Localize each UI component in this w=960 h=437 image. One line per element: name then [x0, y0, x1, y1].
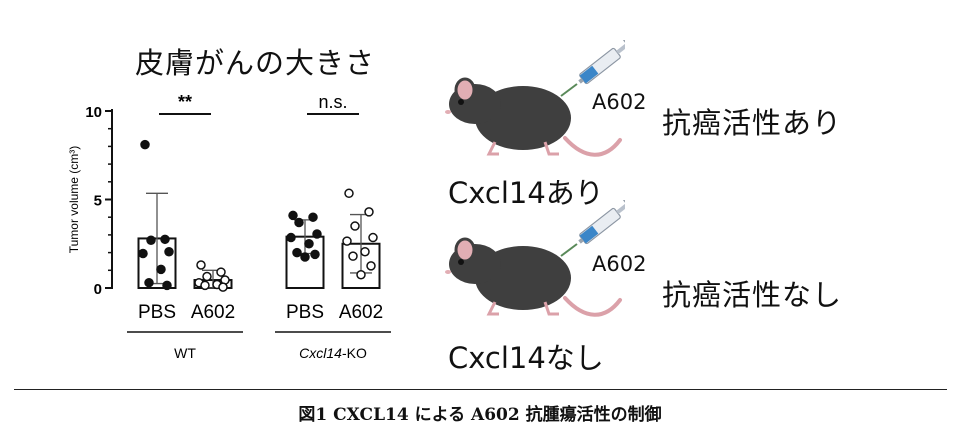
caption-divider [14, 389, 947, 390]
data-point [200, 280, 210, 291]
data-point [300, 252, 310, 262]
category-label: A602 [191, 302, 235, 323]
data-point [360, 246, 370, 257]
data-point [160, 234, 170, 245]
chart-title: 皮膚がんの大きさ [135, 46, 376, 80]
data-point [162, 280, 172, 291]
data-point [288, 210, 298, 221]
data-point [304, 239, 314, 249]
data-point [164, 246, 174, 257]
mouse-label-2: Cxcl14なし [448, 341, 604, 375]
data-point [364, 207, 374, 217]
mouse-label-1: Cxcl14あり [448, 176, 604, 210]
data-point [294, 217, 304, 228]
data-point [342, 236, 352, 246]
category-label: A602 [339, 302, 383, 323]
data-point [312, 229, 322, 239]
data-point [310, 249, 320, 260]
data-point [140, 139, 150, 150]
mouse-illustration-2 [435, 197, 634, 330]
syringe-icon [560, 197, 634, 257]
data-point [138, 248, 148, 259]
data-point [286, 232, 296, 243]
data-point [156, 264, 166, 275]
drug-label-2: A602 [592, 252, 647, 276]
activity-label-2: 抗癌活性なし [662, 278, 843, 312]
data-point [350, 221, 360, 231]
drug-label-1: A602 [592, 90, 647, 114]
data-point [344, 188, 354, 199]
data-point [292, 247, 302, 258]
syringe-icon [560, 37, 634, 97]
data-point [146, 235, 156, 245]
y-tick-label: 0 [94, 281, 102, 298]
significance-label: n.s. [318, 92, 347, 112]
group-label: WT [174, 345, 196, 361]
data-point [202, 271, 212, 282]
group-label: Cxcl14-KO [299, 345, 367, 361]
y-axis-label: Tumor volume (cm³) [67, 146, 81, 254]
data-point [144, 277, 154, 288]
significance-label: ** [178, 92, 192, 112]
data-point [356, 269, 366, 280]
category-label: PBS [138, 302, 176, 323]
data-point [366, 261, 376, 271]
data-point [218, 282, 228, 292]
data-point [368, 232, 378, 243]
data-point [196, 260, 206, 270]
data-point [348, 251, 358, 261]
data-point [308, 212, 318, 222]
data-point [216, 267, 226, 277]
y-tick-label: 10 [85, 104, 102, 121]
y-tick-label: 5 [94, 193, 102, 210]
figure-caption: 図1 CXCL14 による A602 抗腫瘍活性の制御 [298, 405, 662, 425]
activity-label-1: 抗癌活性あり [662, 106, 843, 140]
category-label: PBS [286, 302, 324, 323]
